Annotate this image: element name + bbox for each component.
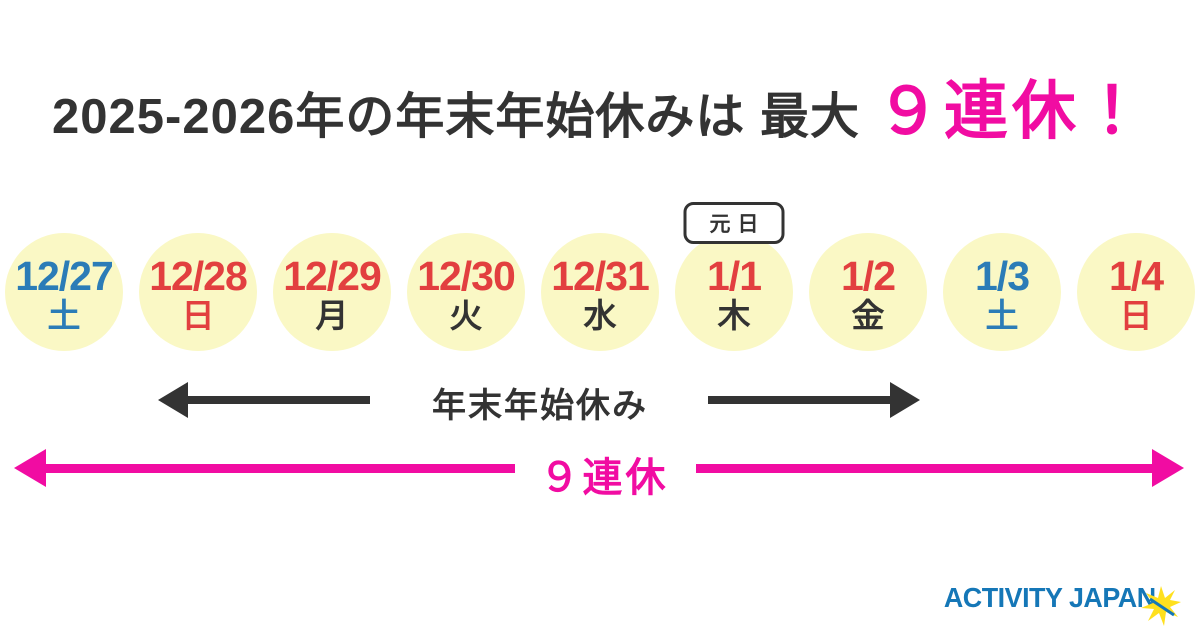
- day-circle: 1/1 木: [675, 233, 793, 351]
- day-weekday: 月: [315, 297, 349, 335]
- inner-span-label: 年末年始休み: [432, 387, 648, 425]
- calendar-day: 1/4 日: [1077, 233, 1195, 351]
- calendar-day: 元日 1/1 木: [675, 202, 793, 351]
- calendar-day: 1/3 土: [943, 233, 1061, 351]
- outer-span-label: ９連休: [539, 456, 669, 500]
- day-circle: 12/30 火: [407, 233, 525, 351]
- day-date: 1/2: [841, 253, 896, 300]
- day-weekday: 土: [985, 297, 1019, 335]
- calendar-day: 12/31 水: [541, 233, 659, 351]
- day-date: 1/4: [1109, 253, 1164, 300]
- title-main-text: 2025-2026年の年末年始休みは 最大: [52, 90, 860, 144]
- arrow-left-icon: [14, 449, 46, 487]
- activity-japan-logo: ACTIVITY JAPAN: [935, 582, 1182, 626]
- arrow-shaft: [696, 464, 1154, 473]
- day-weekday: 金: [851, 297, 885, 335]
- calendar-day: 12/30 火: [407, 233, 525, 351]
- inner-span-annotation: 年末年始休み: [0, 382, 1200, 425]
- new-years-day-badge: 元日: [683, 202, 785, 244]
- calendar-day: 1/2 金: [809, 233, 927, 351]
- calendar-day: 12/27 土: [5, 233, 123, 351]
- page-title: 2025-2026年の年末年始休みは 最大 ９連休！: [0, 60, 1200, 152]
- title-highlight-text: ９連休！: [875, 75, 1148, 147]
- day-circle: 1/2 金: [809, 233, 927, 351]
- calendar-day: 12/28 日: [139, 233, 257, 351]
- day-date: 12/28: [149, 253, 248, 300]
- day-weekday: 土: [47, 297, 81, 335]
- inner-span-right-arrow: [708, 382, 920, 418]
- day-circle: 12/27 土: [5, 233, 123, 351]
- arrow-shaft: [708, 396, 894, 404]
- calendar-day: 12/29 月: [273, 233, 391, 351]
- day-date: 12/29: [283, 253, 382, 300]
- day-date: 12/27: [15, 253, 114, 300]
- day-circle: 1/3 土: [943, 233, 1061, 351]
- arrow-left-icon: [158, 382, 188, 418]
- day-date: 1/1: [707, 253, 762, 300]
- day-date: 12/31: [551, 253, 650, 300]
- arrow-right-icon: [890, 382, 920, 418]
- arrow-right-icon: [1152, 449, 1184, 487]
- day-circle: 12/31 水: [541, 233, 659, 351]
- outer-span-annotation: ９連休: [0, 448, 1200, 500]
- day-circle: 12/29 月: [273, 233, 391, 351]
- logo-text: ACTIVITY JAPAN: [944, 582, 1156, 613]
- day-weekday: 火: [449, 297, 483, 335]
- day-circle: 1/4 日: [1077, 233, 1195, 351]
- calendar-row: 12/27 土 12/28 日 12/29 月 12/30 火: [0, 202, 1200, 351]
- day-weekday: 水: [583, 297, 617, 335]
- arrow-shaft: [42, 464, 515, 473]
- day-date: 1/3: [975, 253, 1030, 300]
- starburst-icon: [1141, 586, 1181, 626]
- day-weekday: 木: [717, 297, 751, 335]
- day-date: 12/30: [417, 253, 516, 300]
- inner-span-left-arrow: [158, 382, 370, 418]
- day-weekday: 日: [1119, 297, 1153, 335]
- arrow-shaft: [184, 396, 370, 404]
- day-weekday: 日: [181, 297, 215, 335]
- day-circle: 12/28 日: [139, 233, 257, 351]
